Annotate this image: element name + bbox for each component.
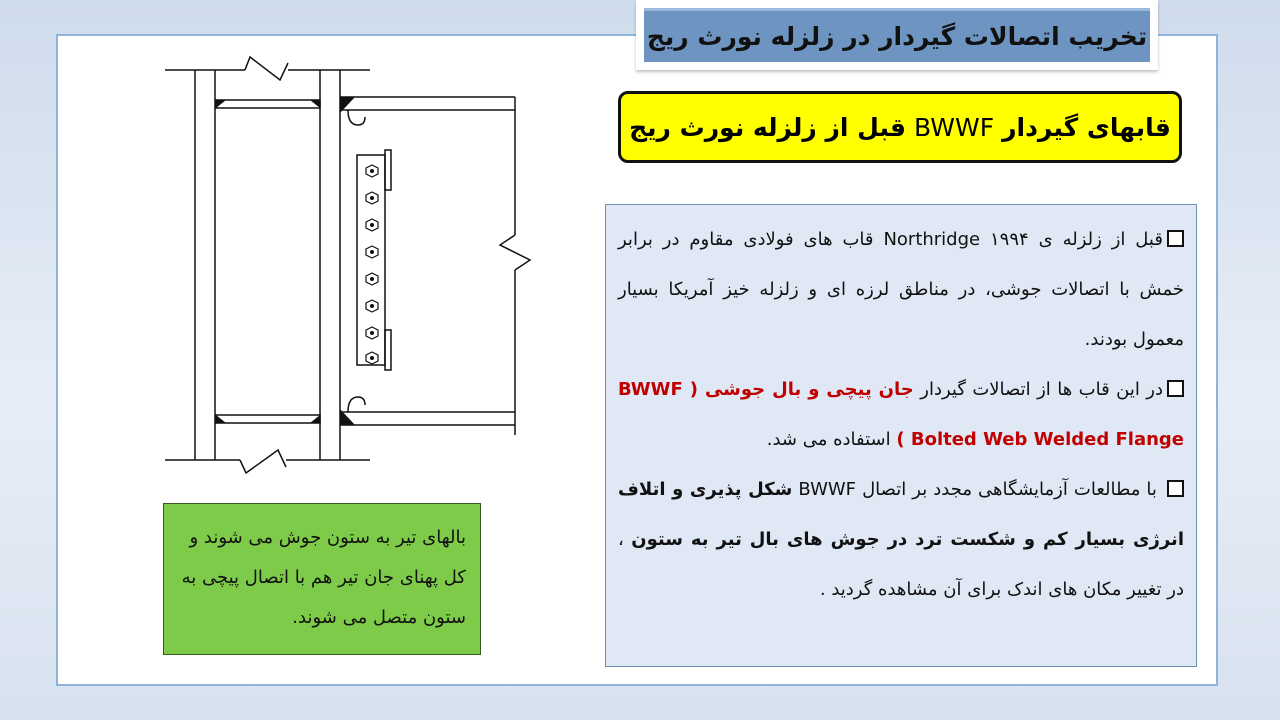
subtitle-latin: BWWF <box>914 112 995 142</box>
p3-latin: BWWF <box>798 479 857 500</box>
checkbox-icon <box>1166 479 1184 497</box>
subtitle-box: قابهای گیردار BWWF قبل از زلزله نورث ریج <box>618 91 1182 163</box>
p1-latin: Northridge <box>883 229 981 250</box>
subtitle-part2: قبل از زلزله نورث ریج <box>629 112 907 142</box>
green-note: بالهای تیر به ستون جوش می شوند و کل پهنا… <box>163 503 481 655</box>
page-title: تخریب اتصالات گیردار در زلزله نورث ریج <box>644 8 1150 62</box>
connection-drawing <box>165 55 532 475</box>
paragraph-1: قبل از زلزله ی ۱۹۹۴ Northridge قاب های ف… <box>618 215 1184 365</box>
checkbox-icon <box>1166 229 1184 247</box>
p2-text1: در این قاب ها از اتصالات گیردار <box>920 379 1163 400</box>
p2-text2: استفاده می شد. <box>766 429 891 450</box>
p1-text1: قبل از زلزله ی ۱۹۹۴ <box>990 229 1163 250</box>
paragraph-2: در این قاب ها از اتصالات گیردار جان پیچی… <box>618 365 1184 465</box>
subtitle-part1: قابهای گیردار <box>1002 112 1171 142</box>
paragraph-3: با مطالعات آزمایشگاهی مجدد بر اتصال BWWF… <box>618 465 1184 615</box>
p3-text1: با مطالعات آزمایشگاهی مجدد بر اتصال <box>862 479 1157 500</box>
checkbox-icon <box>1167 379 1184 397</box>
text-panel: قبل از زلزله ی ۱۹۹۴ Northridge قاب های ف… <box>605 204 1197 667</box>
p3-bold: شکل پذیری و اتلاف انرژی بسیار کم و شکست … <box>618 479 1184 550</box>
p2-red: جان پیچی و بال جوشی ( BWWF ( Bolted Web … <box>618 379 1184 450</box>
p1-text2: قاب های فولادی مقاوم در برابر خمش با اتص… <box>618 229 1184 350</box>
title-banner: تخریب اتصالات گیردار در زلزله نورث ریج <box>636 0 1158 70</box>
p3-text2: ، در تغییر مکان های اندک برای آن مشاهده … <box>618 529 1184 600</box>
